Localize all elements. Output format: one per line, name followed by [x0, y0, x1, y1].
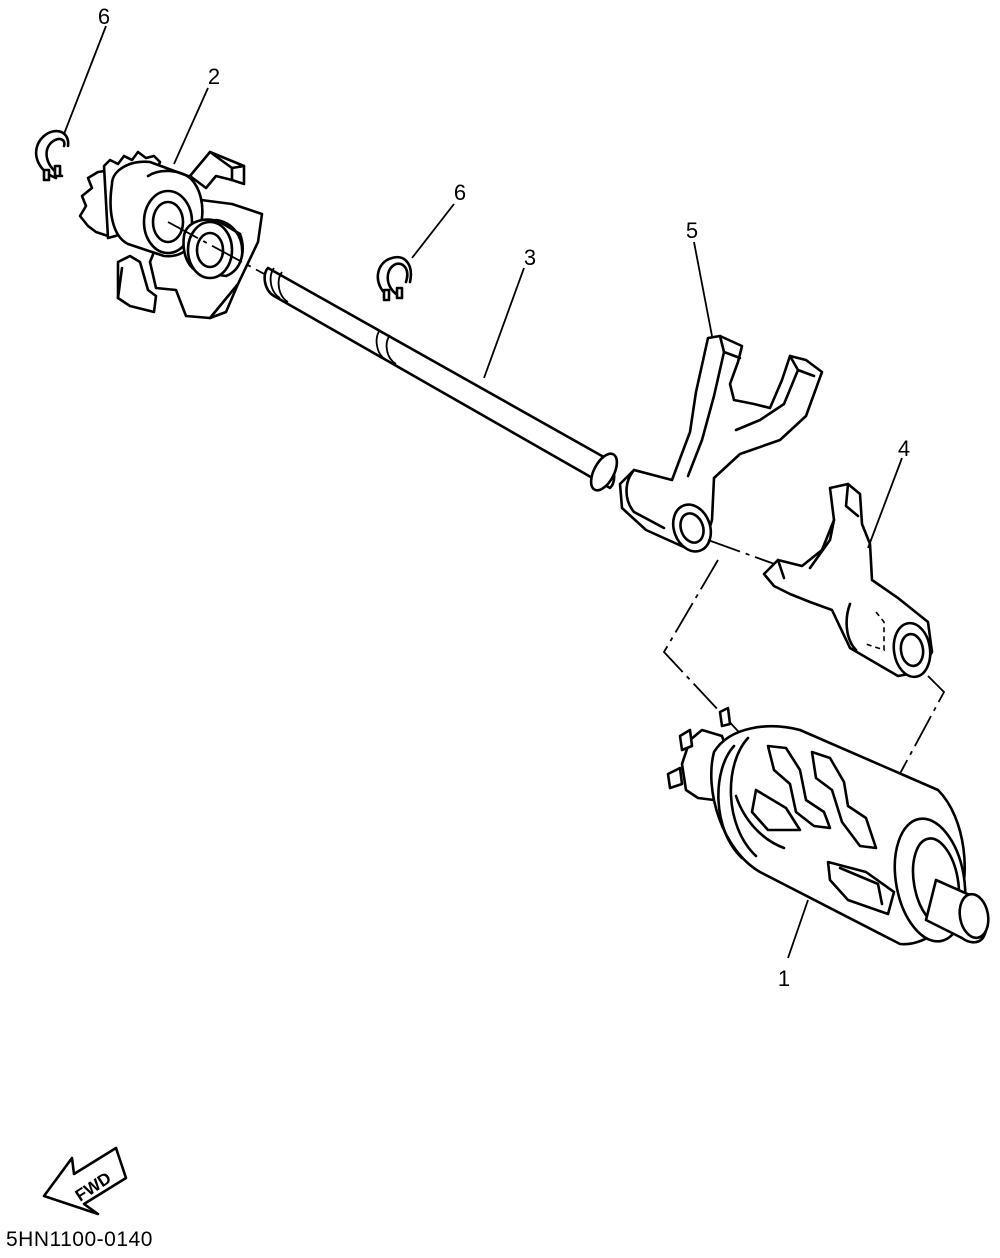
callout-1: 1 — [778, 966, 790, 991]
forward-direction-arrow: FWD — [42, 1146, 128, 1216]
shift-drum-part-1 — [666, 706, 990, 946]
callout-6-middle: 6 — [454, 180, 466, 205]
callout-3: 3 — [524, 245, 536, 270]
callout-6-left: 6 — [98, 4, 110, 29]
callout-5: 5 — [686, 218, 698, 243]
circlip-part-6-middle — [376, 255, 413, 302]
shift-fork-part-4 — [762, 482, 934, 679]
shift-lever-assembly-part-2 — [78, 150, 269, 320]
shift-fork-part-5 — [618, 334, 824, 567]
diagram-reference-code: 5HN1100-0140 — [6, 1228, 153, 1251]
leader-lines — [63, 25, 903, 959]
shift-shaft-part-3 — [263, 266, 619, 492]
callout-4: 4 — [898, 436, 910, 461]
callout-2: 2 — [208, 64, 220, 89]
circlip-part-6-left — [34, 129, 70, 182]
